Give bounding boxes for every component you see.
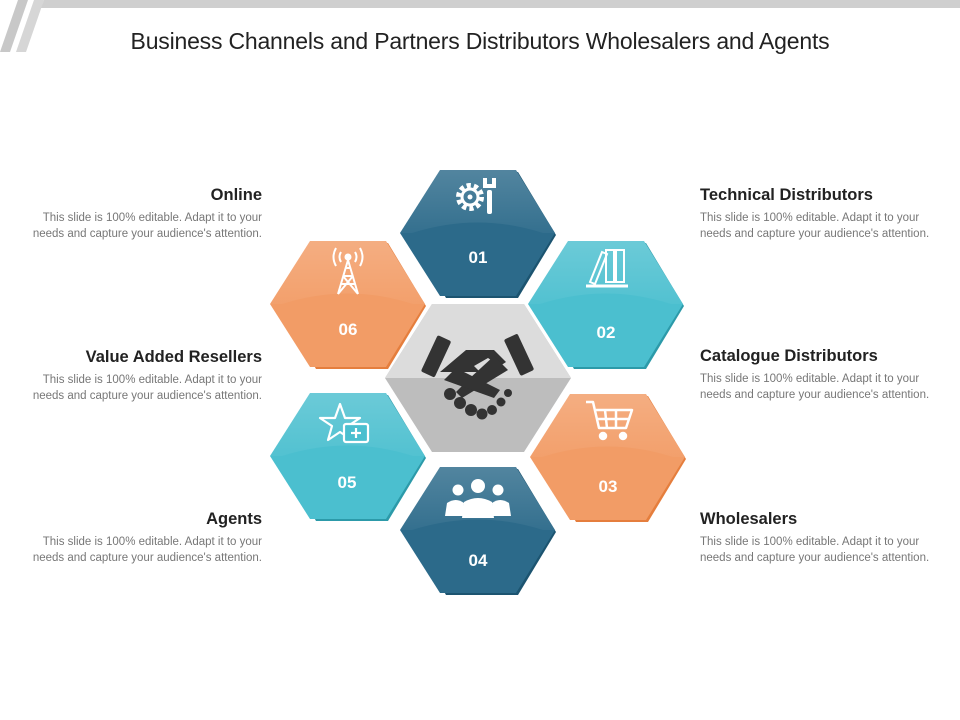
item-technical-distributors: Technical Distributors This slide is 100… [700,186,930,242]
item-value-added-resellers: Value Added Resellers This slide is 100%… [32,348,262,404]
hexagon-04: 04 [400,467,556,595]
item-description: This slide is 100% editable. Adapt it to… [32,212,262,240]
item-title: Technical Distributors [700,186,873,204]
gear-wrench-icon [456,178,496,214]
page-title: Business Channels and Partners Distribut… [130,28,830,54]
item-title: Online [210,186,262,204]
item-description: This slide is 100% editable. Adapt it to… [32,374,262,402]
hexagon-number: 06 [339,320,358,339]
hexagon-number: 01 [469,248,488,267]
item-title: Catalogue Distributors [700,347,878,365]
team-icon [445,479,511,518]
books-icon [586,249,628,288]
center-hexagon [385,304,571,452]
handshake-icon [421,334,534,420]
item-online: Online This slide is 100% editable. Adap… [32,186,262,242]
hexagon-02: 02 [528,241,684,369]
item-wholesalers: Wholesalers This slide is 100% editable.… [700,510,930,566]
item-description: This slide is 100% editable. Adapt it to… [700,373,930,401]
item-title: Agents [206,510,262,528]
hexagon-06: 06 [270,241,426,369]
hexagon-number: 05 [338,473,357,492]
item-title: Value Added Resellers [85,348,262,366]
top-decoration [0,0,960,52]
item-title: Wholesalers [700,510,798,528]
shopping-cart-icon [586,400,634,441]
item-description: This slide is 100% editable. Adapt it to… [700,536,930,564]
item-catalogue-distributors: Catalogue Distributors This slide is 100… [700,347,930,403]
item-description: This slide is 100% editable. Adapt it to… [32,536,262,564]
hexagon-number: 03 [599,477,618,496]
item-agents: Agents This slide is 100% editable. Adap… [32,510,262,566]
antenna-tower-icon [332,247,364,295]
hexagon-03: 03 [530,394,686,522]
hexagon-01: 01 [400,170,556,298]
hexagon-number: 04 [469,551,488,570]
hexagon-number: 02 [597,323,616,342]
star-medical-icon [318,402,370,444]
item-description: This slide is 100% editable. Adapt it to… [700,212,930,240]
hexagon-05: 05 [270,393,426,521]
